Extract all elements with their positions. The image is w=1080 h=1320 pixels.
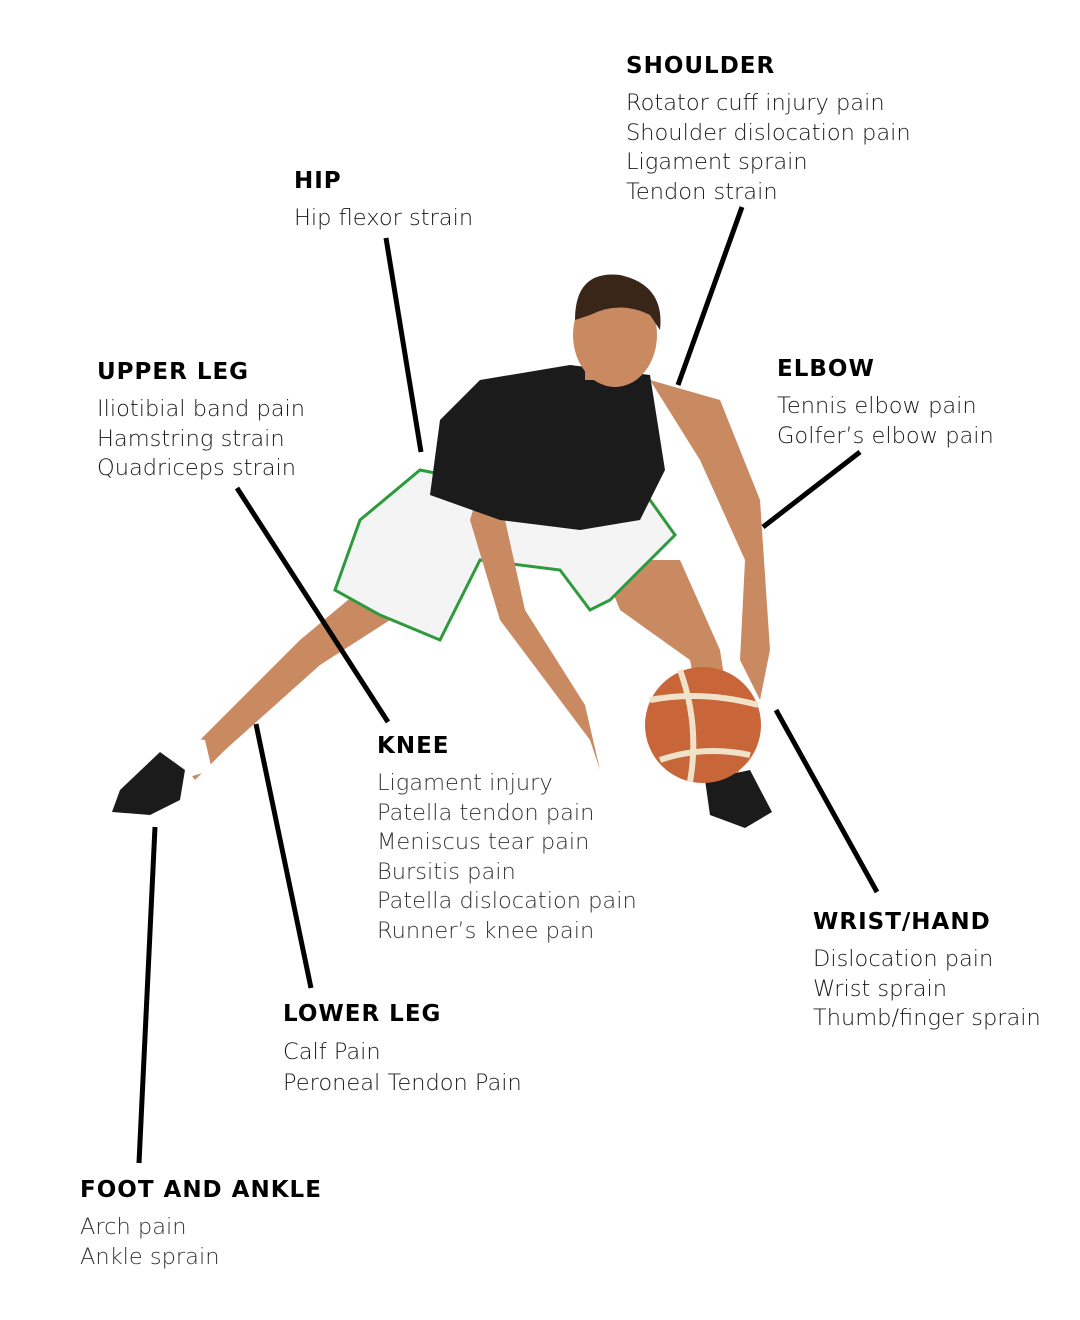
shoulder-item: Tendon strain bbox=[626, 178, 778, 205]
hip-heading: HIP bbox=[294, 168, 342, 194]
foot-ankle-item: Ankle sprain bbox=[80, 1243, 220, 1270]
wrist-hand-group: WRIST/HAND Dislocation pain Wrist sprain… bbox=[813, 909, 1041, 1034]
knee-heading: KNEE bbox=[377, 733, 450, 759]
shoulder-item: Ligament sprain bbox=[626, 149, 808, 175]
basketball-icon bbox=[645, 667, 761, 783]
pointer-lines bbox=[136, 206, 880, 1164]
foot-ankle-item: Arch pain bbox=[80, 1214, 187, 1240]
lower-leg-heading: LOWER LEG bbox=[283, 1001, 442, 1027]
lower-leg-group: LOWER LEG Calf Pain Peroneal Tendon Pain bbox=[283, 1001, 522, 1099]
upper-leg-item: Quadriceps strain bbox=[97, 455, 297, 481]
knee-group: KNEE Ligament injury Patella tendon pain… bbox=[377, 733, 637, 946]
shoulder-group: SHOULDER Rotator cuff injury pain Should… bbox=[626, 53, 911, 207]
hip-pointer-line bbox=[383, 237, 424, 453]
foot-pointer-line bbox=[136, 826, 158, 1164]
elbow-item: Tennis elbow pain bbox=[777, 393, 977, 419]
upper-leg-heading: UPPER LEG bbox=[97, 359, 250, 385]
foot-ankle-group: FOOT AND ANKLE Arch pain Ankle sprain bbox=[80, 1177, 322, 1272]
upper-leg-item: Hamstring strain bbox=[97, 425, 285, 452]
elbow-pointer-line bbox=[761, 450, 862, 529]
elbow-heading: ELBOW bbox=[777, 356, 875, 382]
shoulder-pointer-line bbox=[675, 206, 745, 386]
wrist-hand-item: Wrist sprain bbox=[813, 975, 947, 1002]
wrist-hand-item: Thumb/finger sprain bbox=[813, 1005, 1041, 1031]
shoe-icon bbox=[112, 752, 185, 815]
elbow-group: ELBOW Tennis elbow pain Golfer’s elbow p… bbox=[777, 356, 994, 451]
knee-item: Patella dislocation pain bbox=[377, 888, 637, 914]
shoulder-item: Shoulder dislocation pain bbox=[626, 119, 911, 146]
knee-item: Patella tendon pain bbox=[377, 799, 595, 826]
hip-item: Hip flexor strain bbox=[294, 205, 474, 231]
elbow-item: Golfer’s elbow pain bbox=[777, 422, 994, 449]
wrist-hand-heading: WRIST/HAND bbox=[813, 909, 991, 935]
upper-leg-item: Iliotibial band pain bbox=[97, 396, 306, 422]
knee-item: Runner’s knee pain bbox=[377, 917, 595, 944]
knee-item: Bursitis pain bbox=[377, 858, 516, 885]
upper-leg-group: UPPER LEG Iliotibial band pain Hamstring… bbox=[97, 359, 305, 484]
lower-leg-pointer-line bbox=[253, 723, 314, 989]
shoulder-item: Rotator cuff injury pain bbox=[626, 90, 885, 116]
hip-group: HIP Hip flexor strain bbox=[294, 168, 473, 234]
shoulder-heading: SHOULDER bbox=[626, 53, 776, 79]
upper-leg-pointer-line bbox=[234, 486, 391, 724]
knee-item: Ligament injury bbox=[377, 770, 553, 796]
wrist-pointer-line bbox=[773, 708, 880, 894]
knee-item: Meniscus tear pain bbox=[377, 829, 590, 855]
lower-leg-item: Calf Pain bbox=[283, 1039, 381, 1065]
athlete-figure bbox=[112, 274, 772, 828]
lower-leg-item: Peroneal Tendon Pain bbox=[283, 1070, 522, 1096]
foot-ankle-heading: FOOT AND ANKLE bbox=[80, 1177, 322, 1203]
wrist-hand-item: Dislocation pain bbox=[813, 946, 994, 972]
